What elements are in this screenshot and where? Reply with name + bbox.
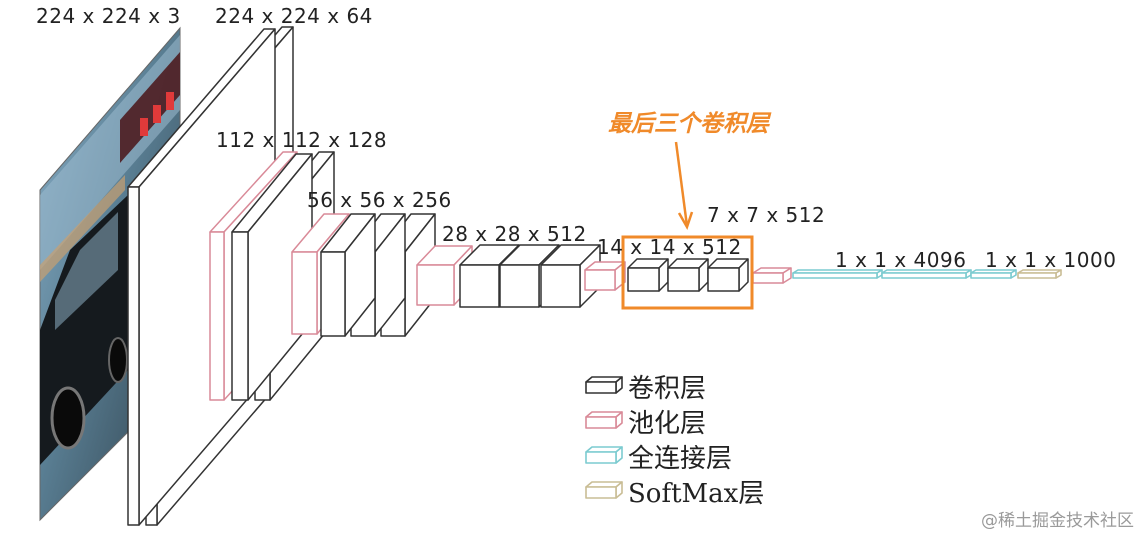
fc8-layer [970, 269, 1017, 279]
label-block1-size: 224 x 224 x 64 [215, 4, 373, 28]
conv2-1-layer [231, 153, 313, 401]
conv4-3-layer [540, 244, 601, 308]
car-silhouette [40, 195, 128, 465]
legend-item-fc: 全连接层 [628, 444, 733, 474]
annotation-last-three-conv: 最后三个卷积层 [608, 111, 769, 137]
legend-softmax-icon [585, 481, 623, 499]
legend-pool-icon [585, 411, 623, 429]
conv5-3-layer [707, 258, 749, 292]
label-softmax-size: 1 x 1 x 1000 [985, 248, 1117, 272]
label-pool5-size: 7 x 7 x 512 [707, 203, 826, 227]
fc7-layer [881, 269, 972, 279]
annotation-arrow [674, 141, 694, 231]
input-image [39, 26, 181, 522]
legend-conv-icon [585, 376, 623, 394]
legend-item-softmax: SoftMax层 [628, 479, 765, 509]
legend-fc-icon [585, 446, 623, 464]
label-block5-size: 14 x 14 x 512 [597, 235, 742, 259]
label-fc-size: 1 x 1 x 4096 [835, 248, 967, 272]
label-input-size: 224 x 224 x 3 [36, 4, 181, 28]
label-block3-size: 56 x 56 x 256 [307, 188, 452, 212]
softmax-layer [1017, 269, 1062, 279]
pool5-layer [752, 267, 792, 284]
watermark: @稀土掘金技术社区 [981, 511, 1134, 531]
legend-item-conv: 卷积层 [628, 374, 707, 404]
label-block2-size: 112 x 112 x 128 [216, 128, 388, 152]
conv5-1-layer [627, 258, 669, 292]
highlight-box [621, 235, 754, 310]
pool4-layer [584, 261, 626, 291]
fc6-layer [792, 269, 883, 279]
conv5-2-layer [667, 258, 709, 292]
digital-sign [140, 92, 174, 136]
label-block4-size: 28 x 28 x 512 [442, 222, 587, 246]
conv3-1-layer [320, 213, 376, 337]
legend-item-pool: 池化层 [628, 409, 707, 439]
